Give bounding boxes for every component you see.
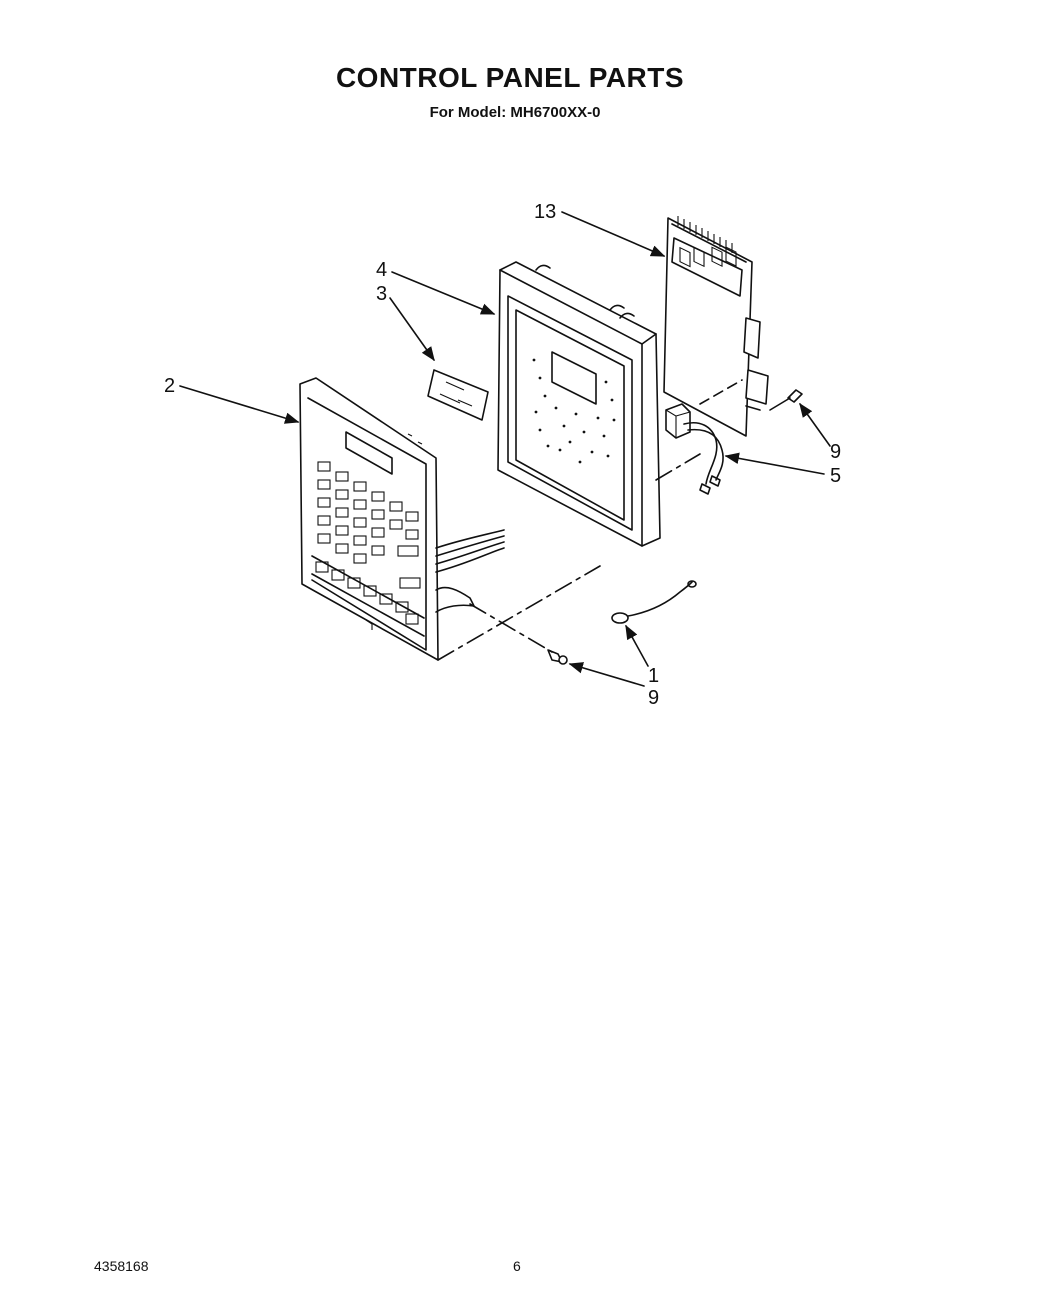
control-keypad-part-2 <box>299 377 505 661</box>
screw-upper-part-9 <box>769 389 803 411</box>
callout-13: 13 <box>534 201 556 223</box>
model-subtitle: For Model: MH6700XX-0 <box>429 104 601 121</box>
alignment-lines <box>437 379 743 661</box>
callout-3: 3 <box>376 283 387 305</box>
callout-4: 4 <box>376 259 387 281</box>
callout-2: 2 <box>164 375 175 397</box>
callout-9-lower: 9 <box>648 687 659 709</box>
callout-5: 5 <box>830 465 841 487</box>
document-number: 4358168 <box>94 1258 149 1274</box>
page-number: 6 <box>513 1258 521 1274</box>
ground-wire-part-1 <box>611 580 697 624</box>
page-title: CONTROL PANEL PARTS <box>335 62 685 93</box>
panel-frame-part-4 <box>497 261 661 547</box>
keypad-buttons <box>315 461 421 625</box>
callout-9-upper: 9 <box>830 441 841 463</box>
screw-lower-part-9 <box>547 649 568 665</box>
callout-1: 1 <box>648 665 659 687</box>
leader-arrows <box>179 211 831 687</box>
circuit-board-part-13 <box>663 216 769 495</box>
display-lens-part-3 <box>427 369 489 421</box>
